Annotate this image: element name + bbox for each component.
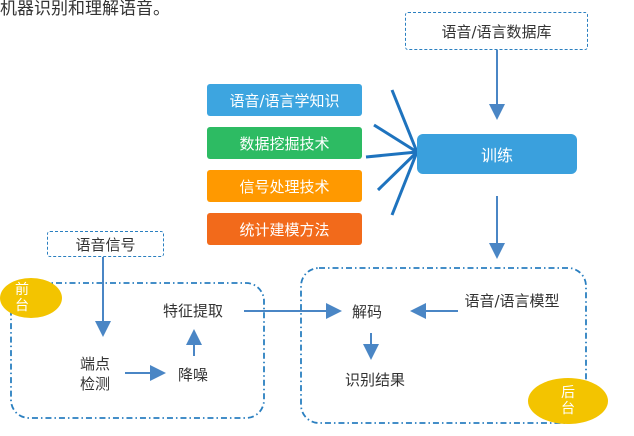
denoise-label: 降噪	[177, 366, 208, 384]
recognition-result-label: 识别结果	[344, 371, 405, 389]
caption-text: 机器识别和理解语音。	[0, 0, 170, 19]
backend-badge: 后台	[528, 378, 608, 424]
language-model-label: 语音/语言模型	[464, 292, 560, 310]
speech-database-box: 语音/语言数据库	[405, 12, 588, 50]
knowledge-fan	[365, 89, 419, 216]
backend-container	[300, 267, 587, 424]
knowledge-box-data-mining: 数据挖掘技术	[207, 127, 362, 159]
frontend-badge: 前台	[0, 278, 62, 318]
knowledge-box-signal-processing: 信号处理技术	[207, 170, 362, 202]
speech-signal-box: 语音信号	[47, 231, 164, 257]
knowledge-box-linguistics: 语音/语言学知识	[207, 84, 362, 116]
frontend-container	[10, 282, 265, 419]
knowledge-box-statistical-modeling: 统计建模方法	[207, 213, 362, 245]
endpoint-detection-label: 端点检测	[79, 355, 110, 393]
decode-label: 解码	[351, 303, 382, 321]
frontend-badge-label: 前台	[15, 282, 29, 314]
train-box: 训练	[417, 134, 577, 174]
backend-badge-label: 后台	[561, 385, 575, 417]
feature-extraction-label: 特征提取	[162, 302, 223, 320]
